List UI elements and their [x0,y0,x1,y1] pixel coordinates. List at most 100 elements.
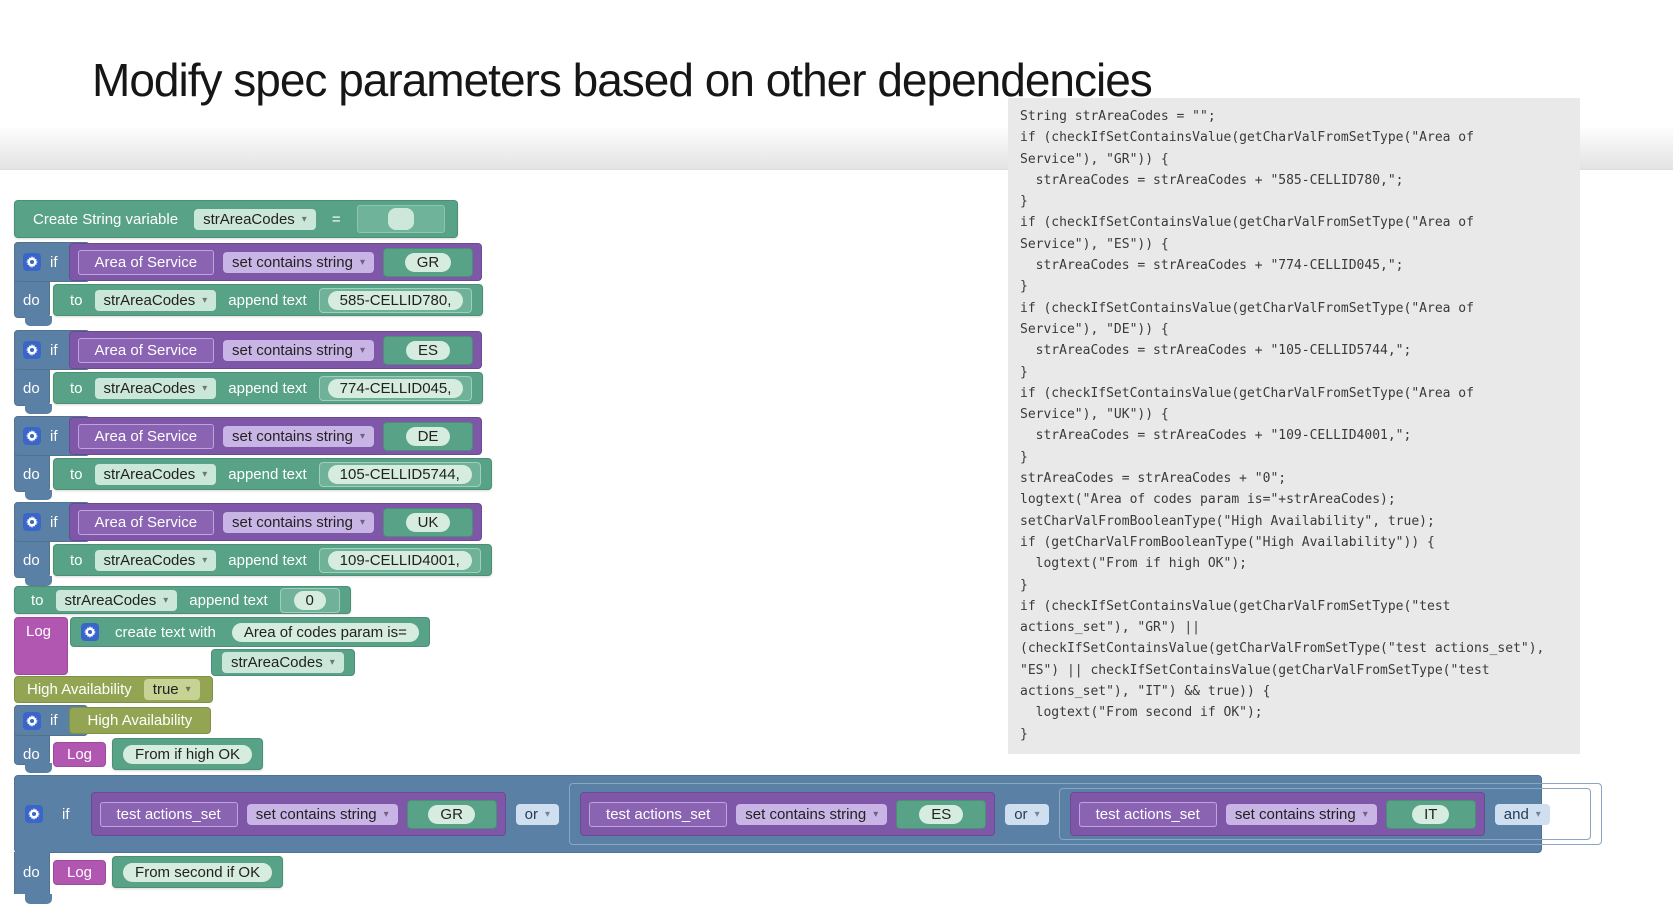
string-value-field[interactable]: 585-CELLID780, [327,290,464,310]
string-value-block[interactable]: ES [382,335,473,365]
set-contains-condition-block[interactable]: test actions_set set contains string▾ ES [580,792,996,836]
set-name-field[interactable]: Area of Service [77,337,215,363]
log-block[interactable]: Log [53,741,107,767]
empty-boolean-socket[interactable] [1559,799,1580,829]
variable-dropdown[interactable]: strAreaCodes▾ [55,589,178,611]
string-value-field[interactable]: 0 [293,590,326,610]
string-value-field[interactable]: ES [919,804,964,824]
append-text-block[interactable]: to strAreaCodes▾ append text 105-CELLID5… [53,458,492,490]
variable-dropdown[interactable]: strAreaCodes▾ [222,652,344,673]
variable-dropdown[interactable]: strAreaCodes▾ [94,377,217,399]
string-value-block[interactable]: DE [382,421,473,451]
append-text-block[interactable]: to strAreaCodes▾ append text 585-CELLID7… [53,284,484,316]
logic-join-dropdown[interactable]: and▾ [1494,803,1550,825]
log-create-text-block[interactable]: Log create text with Area of codes param… [14,617,430,676]
string-value-field[interactable]: From second if OK [123,862,273,882]
log-message-block[interactable]: From second if OK [112,856,284,888]
nested-logic-block[interactable]: test actions_set set contains string▾ ES… [569,783,1602,845]
set-contains-condition-block[interactable]: Area of Service set contains string▾ UK [68,503,482,541]
set-name-field[interactable]: test actions_set [589,801,728,827]
second-if-condition-bar[interactable]: if test actions_set set contains string▾… [14,775,1602,853]
mutator-gear-icon[interactable] [23,341,41,359]
string-value-field[interactable]: GR [428,804,475,824]
string-value-block[interactable]: 105-CELLID5744, [318,461,481,487]
string-value-block[interactable]: IT [1385,799,1476,829]
set-name-field[interactable]: test actions_set [1078,801,1217,827]
mutator-gear-icon[interactable] [23,513,41,531]
string-value-block[interactable]: 585-CELLID780, [318,287,473,313]
set-contains-condition-block[interactable]: test actions_set set contains string▾ IT [1069,792,1485,836]
empty-string-socket[interactable] [356,205,445,233]
create-text-block[interactable]: create text with Area of codes param is= [70,617,430,647]
mutator-gear-icon[interactable] [81,623,99,641]
variable-dropdown[interactable]: strAreaCodes▾ [94,463,217,485]
string-value-block[interactable]: UK [382,507,473,537]
string-value-field[interactable]: 109-CELLID4001, [327,550,472,570]
if-high-availability-group[interactable]: if High Availability do Log From if high… [14,705,264,773]
nested-logic-block[interactable]: test actions_set set contains string▾ IT… [1058,788,1591,840]
if-block-group[interactable]: if Area of Service set contains string▾ … [14,330,484,414]
operator-dropdown[interactable]: set contains string▾ [246,803,398,825]
set-name-field[interactable]: Area of Service [77,423,215,449]
string-value-field[interactable]: DE [405,426,451,446]
log-message-block[interactable]: From if high OK [112,738,264,770]
string-value-field[interactable]: 774-CELLID045, [327,378,464,398]
string-value-block[interactable]: 774-CELLID045, [318,375,473,401]
set-name-field[interactable]: Area of Service [77,249,215,275]
string-value-field[interactable]: From if high OK [123,744,253,764]
boolean-value-dropdown[interactable]: true▾ [143,679,200,700]
log-block[interactable]: Log [53,859,107,885]
if-block-group[interactable]: if Area of Service set contains string▾ … [14,502,492,586]
append-text-block[interactable]: to strAreaCodes▾ append text 109-CELLID4… [53,544,492,576]
variable-dropdown[interactable]: strAreaCodes▾ [94,549,217,571]
string-value-block[interactable]: 109-CELLID4001, [318,547,481,573]
set-contains-condition-block[interactable]: Area of Service set contains string▾ GR [68,243,482,281]
operator-dropdown[interactable]: set contains string▾ [223,339,374,361]
string-value-field[interactable]: GR [404,252,452,272]
mutator-gear-icon[interactable] [25,805,43,823]
second-if-group[interactable]: if test actions_set set contains string▾… [14,775,1602,904]
string-value-field[interactable]: IT [1412,804,1450,824]
if-block-spine [14,852,50,894]
string-value-field[interactable]: Area of codes param is= [231,622,419,642]
set-contains-condition-block[interactable]: test actions_set set contains string▾ GR [90,792,506,836]
variable-getter-block[interactable]: strAreaCodes▾ [211,649,355,676]
append-text-block[interactable]: to strAreaCodes▾ append text 774-CELLID0… [53,372,484,404]
operator-dropdown[interactable]: set contains string▾ [1225,803,1377,825]
string-value-block[interactable]: ES [896,799,987,829]
variable-dropdown[interactable]: strAreaCodes▾ [94,289,217,311]
chevron-down-icon: ▾ [873,808,879,820]
set-contains-condition-block[interactable]: Area of Service set contains string▾ DE [68,417,482,455]
operator-dropdown[interactable]: set contains string▾ [223,511,374,533]
string-value-field[interactable]: 105-CELLID5744, [327,464,472,484]
mutator-gear-icon[interactable] [23,253,41,271]
generated-code-panel: String strAreaCodes = ""; if (checkIfSet… [1008,98,1580,754]
boolean-condition-block[interactable]: High Availability [68,707,212,734]
append-zero-block[interactable]: to strAreaCodes▾ append text 0 [14,586,351,614]
operator-dropdown[interactable]: set contains string▾ [223,425,374,447]
operator-value: set contains string [232,513,353,531]
set-contains-condition-block[interactable]: Area of Service set contains string▾ ES [68,331,482,369]
string-value-block[interactable]: GR [406,799,497,829]
mutator-gear-icon[interactable] [23,711,41,730]
mutator-gear-icon[interactable] [23,427,41,445]
log-block[interactable]: Log [14,617,68,675]
set-name-field[interactable]: test actions_set [99,801,238,827]
logic-join-dropdown[interactable]: or▾ [515,803,560,825]
operator-dropdown[interactable]: set contains string▾ [223,251,374,273]
operator-value: set contains string [1234,805,1356,823]
empty-string-field[interactable] [387,208,414,230]
string-value-block[interactable]: 0 [279,587,340,613]
string-value-field[interactable]: UK [405,512,451,532]
set-name-field[interactable]: Area of Service [77,509,215,535]
if-block-group[interactable]: if Area of Service set contains string▾ … [14,242,484,326]
operator-dropdown[interactable]: set contains string▾ [736,803,888,825]
create-string-variable-block[interactable]: Create String variable strAreaCodes▾ = [14,200,458,238]
string-value-block[interactable]: GR [382,247,473,277]
set-high-availability-block[interactable]: High Availability true▾ [14,676,213,703]
if-block-group[interactable]: if Area of Service set contains string▾ … [14,416,492,500]
variable-dropdown[interactable]: strAreaCodes▾ [194,208,316,230]
logic-join-dropdown[interactable]: or▾ [1005,803,1049,825]
string-value-field[interactable]: ES [405,340,450,360]
